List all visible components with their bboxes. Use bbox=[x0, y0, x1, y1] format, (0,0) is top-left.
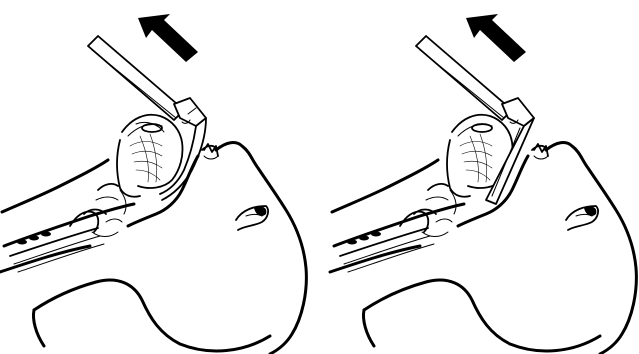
panel-left-curved-blade bbox=[0, 0, 320, 354]
curved-blade-illustration bbox=[0, 0, 320, 354]
oral-cavity bbox=[117, 115, 183, 197]
curved-laryngoscope bbox=[88, 36, 206, 200]
panel-right-straight-blade bbox=[320, 0, 639, 354]
arrow-up-left-icon bbox=[138, 14, 198, 62]
ear bbox=[566, 206, 598, 230]
airway-structures bbox=[340, 184, 456, 272]
ear bbox=[236, 206, 268, 230]
arrow-up-left-icon bbox=[466, 14, 526, 62]
airway-structures bbox=[10, 184, 126, 272]
straight-blade-illustration bbox=[320, 0, 639, 354]
